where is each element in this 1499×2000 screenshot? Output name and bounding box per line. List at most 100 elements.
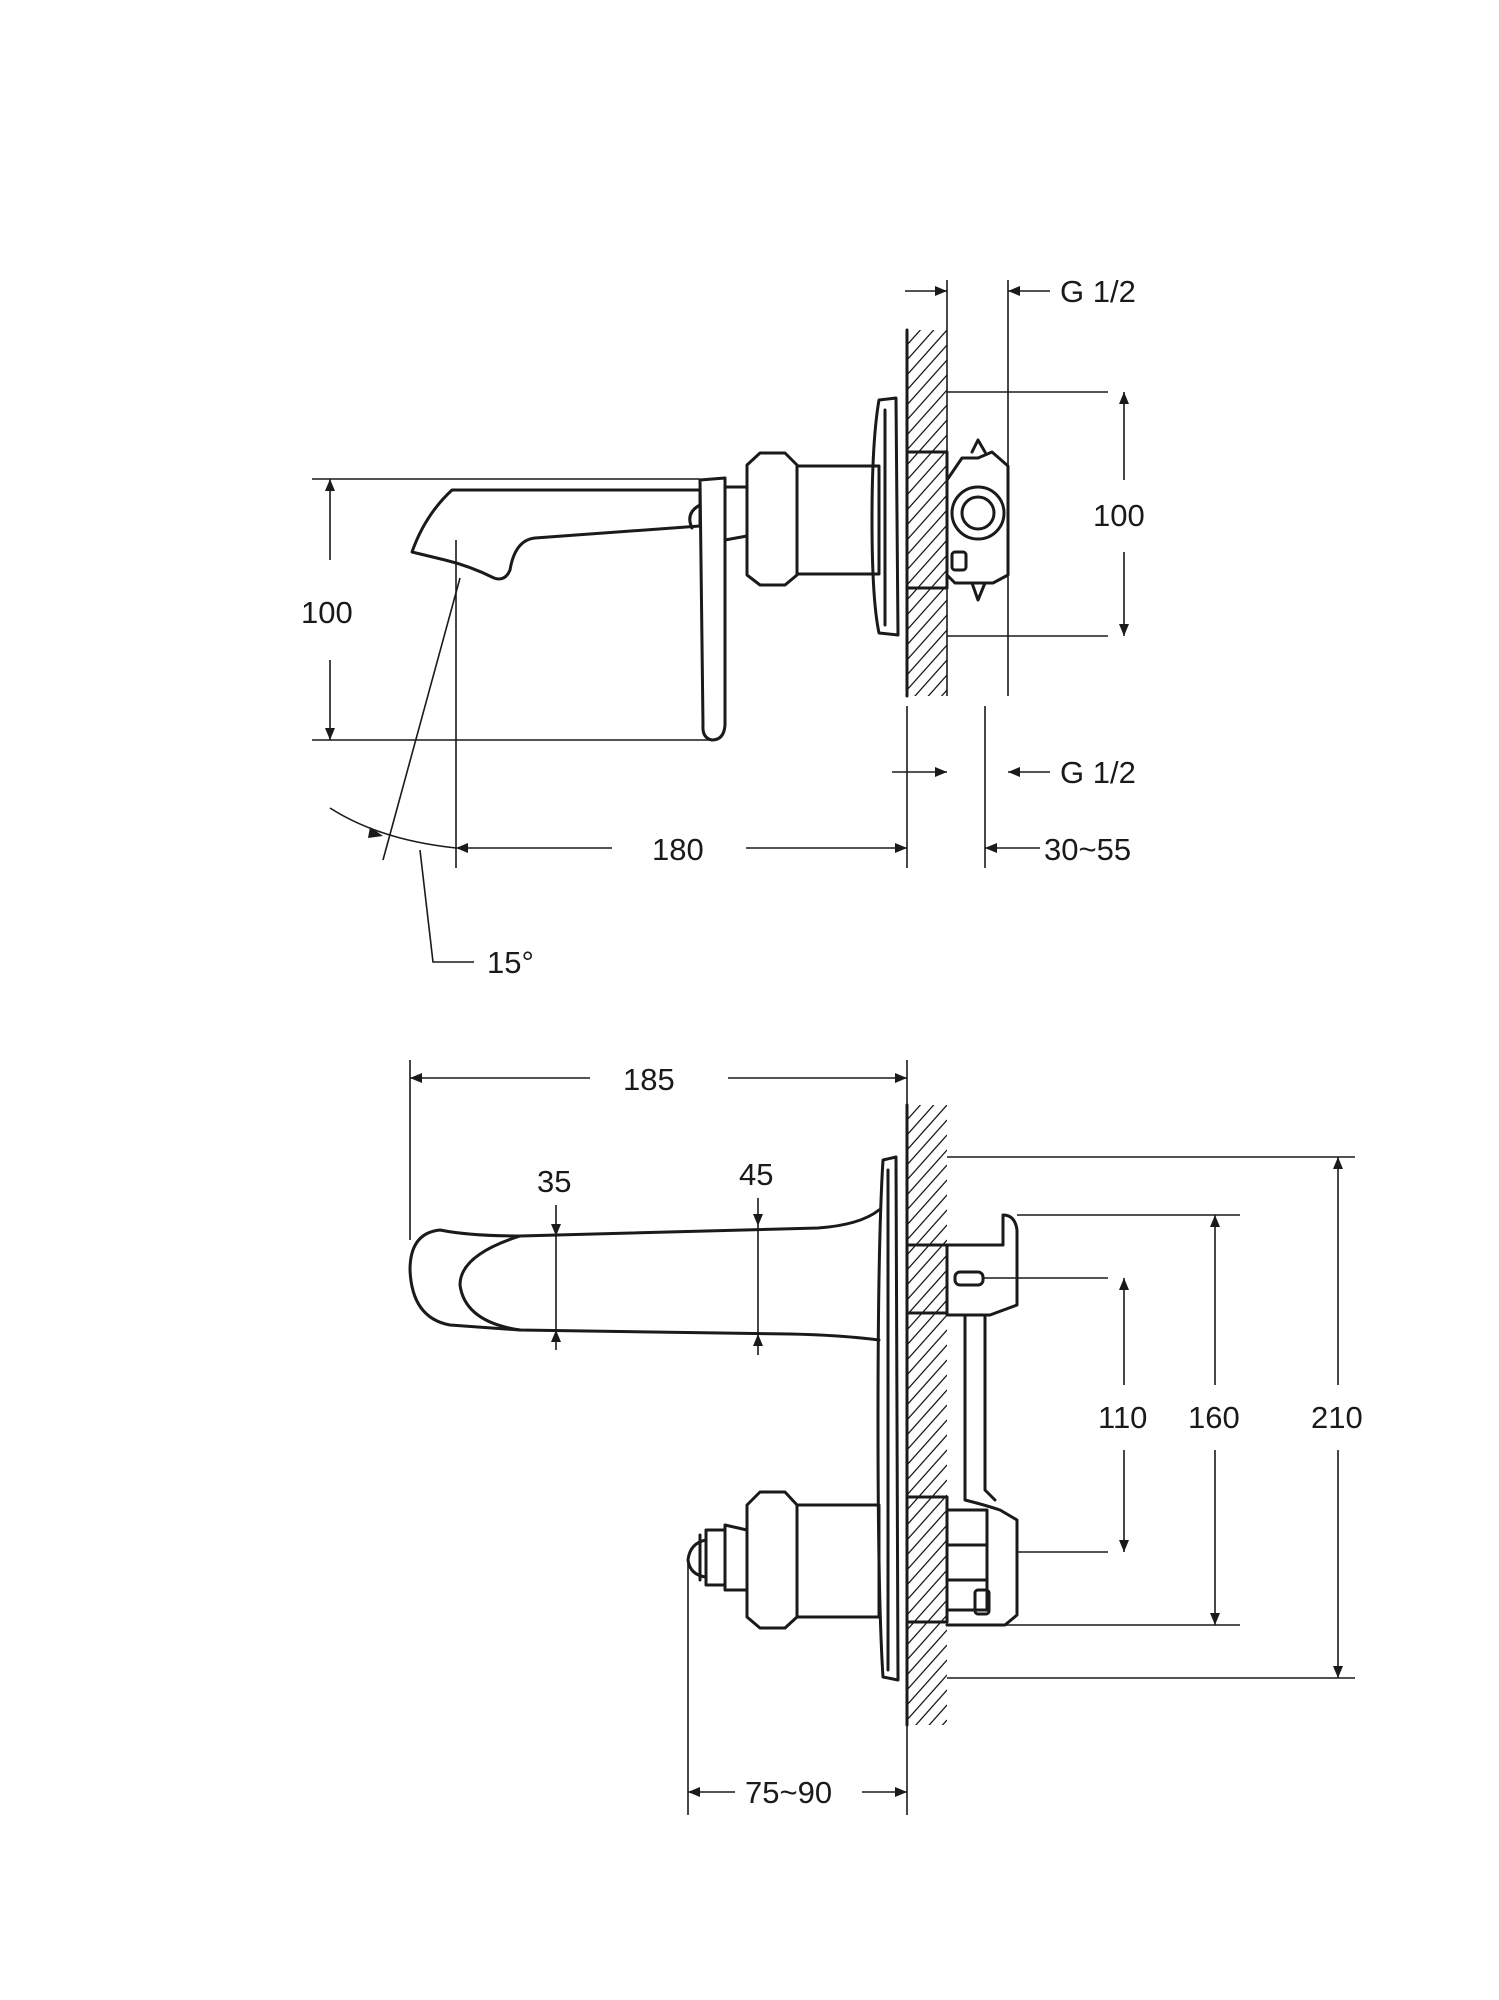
wall-hatch-line [907, 1735, 947, 1780]
wall-hatch-line [940, 689, 947, 696]
bottom-wall [905, 1045, 947, 1780]
wall-hatch-line [907, 1194, 947, 1241]
bottom-spout [408, 1208, 881, 1342]
wall-hatch-line [907, 509, 947, 556]
wall-hatch-line [907, 434, 947, 481]
wall-hatch-line [907, 359, 947, 406]
wall-hatch-line [907, 705, 947, 750]
wall-hatch-line [907, 389, 947, 436]
wall-hatch-line [907, 1269, 947, 1316]
wall-hatch-line [907, 1449, 947, 1496]
wall-hatch-line [907, 1539, 947, 1586]
wall-hatch-line [907, 1045, 947, 1090]
wall-hatch-line [907, 1389, 947, 1436]
wall-hatch-line [907, 464, 947, 511]
wall-hatch-line [907, 1509, 947, 1556]
wall-hatch-line [941, 1719, 947, 1725]
wall-hatch-line [907, 404, 947, 451]
wall-hatch-line [907, 1644, 947, 1691]
wall-hatch-line [907, 1434, 947, 1481]
top-escutcheon-plate [870, 396, 900, 637]
wall-hatch-line [907, 479, 947, 526]
wall-hatch-line [907, 344, 947, 391]
bottom-dim-210-label: 210 [1311, 1400, 1363, 1435]
top-valve-body [905, 438, 1010, 602]
wall-hatch-line [907, 1164, 947, 1211]
wall-hatch-line [907, 1299, 947, 1346]
wall-hatch-line [907, 1374, 947, 1421]
wall-hatch-line [907, 1284, 947, 1331]
top-outlet-thread-label: G 1/2 [1060, 755, 1136, 790]
wall-hatch-line [907, 1419, 947, 1466]
bottom-spout-tip-label: 35 [537, 1164, 571, 1199]
wall-hatch-line [928, 1704, 947, 1725]
wall-hatch-line [907, 1239, 947, 1286]
wall-hatch-line [907, 1314, 947, 1361]
wall-hatch-line [907, 1569, 947, 1616]
wall-hatch-line [907, 1524, 947, 1571]
wall-hatch-line [907, 539, 947, 586]
wall-hatch-line [907, 599, 947, 646]
wall-hatch-line [907, 1359, 947, 1406]
wall-hatch-line [907, 330, 935, 361]
wall-hatch-line [907, 524, 947, 571]
top-body-height-label: 100 [1093, 498, 1145, 533]
bottom-cartridge [686, 1490, 881, 1630]
bottom-dim-160-label: 160 [1188, 1400, 1240, 1435]
wall-hatch-line [907, 1674, 947, 1721]
wall-hatch-line [907, 1224, 947, 1271]
wall-hatch-line [907, 1209, 947, 1256]
top-angle-label: 15° [487, 945, 534, 980]
wall-hatch-line [927, 674, 947, 696]
wall-hatch-line [907, 1344, 947, 1391]
wall-hatch-line [907, 1179, 947, 1226]
wall-hatch-line [907, 1134, 947, 1181]
bottom-overall-length-label: 185 [623, 1062, 675, 1097]
top-wall-depth-label: 30~55 [1044, 832, 1131, 867]
wall-hatch-line [907, 569, 947, 616]
wall-hatch-line [907, 1105, 935, 1136]
wall-hatch-line [907, 1464, 947, 1511]
wall-hatch-line [907, 629, 947, 676]
bottom-view: 185 35 45 110 160 210 [408, 1045, 1363, 1815]
top-spout-reach-label: 180 [652, 832, 704, 867]
top-cartridge-nut [745, 451, 799, 587]
bottom-spout-base-label: 45 [739, 1157, 773, 1192]
wall-hatch-line [907, 644, 947, 691]
wall-hatch-line [907, 1554, 947, 1601]
wall-hatch-line [907, 1479, 947, 1526]
wall-hatch-line [907, 1329, 947, 1376]
bottom-valve-body [905, 1213, 1019, 1627]
wall-hatch-line [915, 1689, 947, 1725]
wall-hatch-line [907, 1659, 947, 1706]
top-lever-handle [698, 476, 727, 742]
wall-hatch-line [907, 330, 947, 376]
wall-hatch-line [907, 419, 947, 466]
wall-hatch-line [907, 374, 947, 421]
bottom-escutcheon-plate [876, 1155, 900, 1682]
wall-hatch-line [907, 494, 947, 541]
wall-hatch-line [907, 614, 947, 661]
top-inlet-thread-label: G 1/2 [1060, 274, 1136, 309]
wall-hatch-line [907, 1149, 947, 1196]
bottom-wall-depth-label: 75~90 [745, 1775, 832, 1810]
wall-hatch-line [907, 330, 922, 346]
wall-hatch-line [907, 1254, 947, 1301]
wall-hatch-line [907, 1119, 947, 1166]
top-view: G 1/2 100 100 G 1/2 180 3 [301, 274, 1145, 980]
wall-hatch-line [907, 1105, 908, 1106]
wall-hatch-line [907, 1105, 922, 1121]
wall-hatch-line [907, 584, 947, 631]
wall-hatch-line [907, 1494, 947, 1541]
wall-hatch-line [914, 659, 947, 696]
wall-hatch-line [907, 1629, 947, 1676]
wall-hatch-line [907, 449, 947, 496]
wall-hatch-line [907, 1404, 947, 1451]
bottom-dim-110-label: 110 [1098, 1400, 1147, 1435]
wall-hatch-line [907, 554, 947, 601]
top-spout [410, 488, 702, 581]
wall-hatch-line [907, 1105, 947, 1151]
top-spout-height-label: 100 [301, 595, 353, 630]
top-wall [905, 328, 947, 750]
